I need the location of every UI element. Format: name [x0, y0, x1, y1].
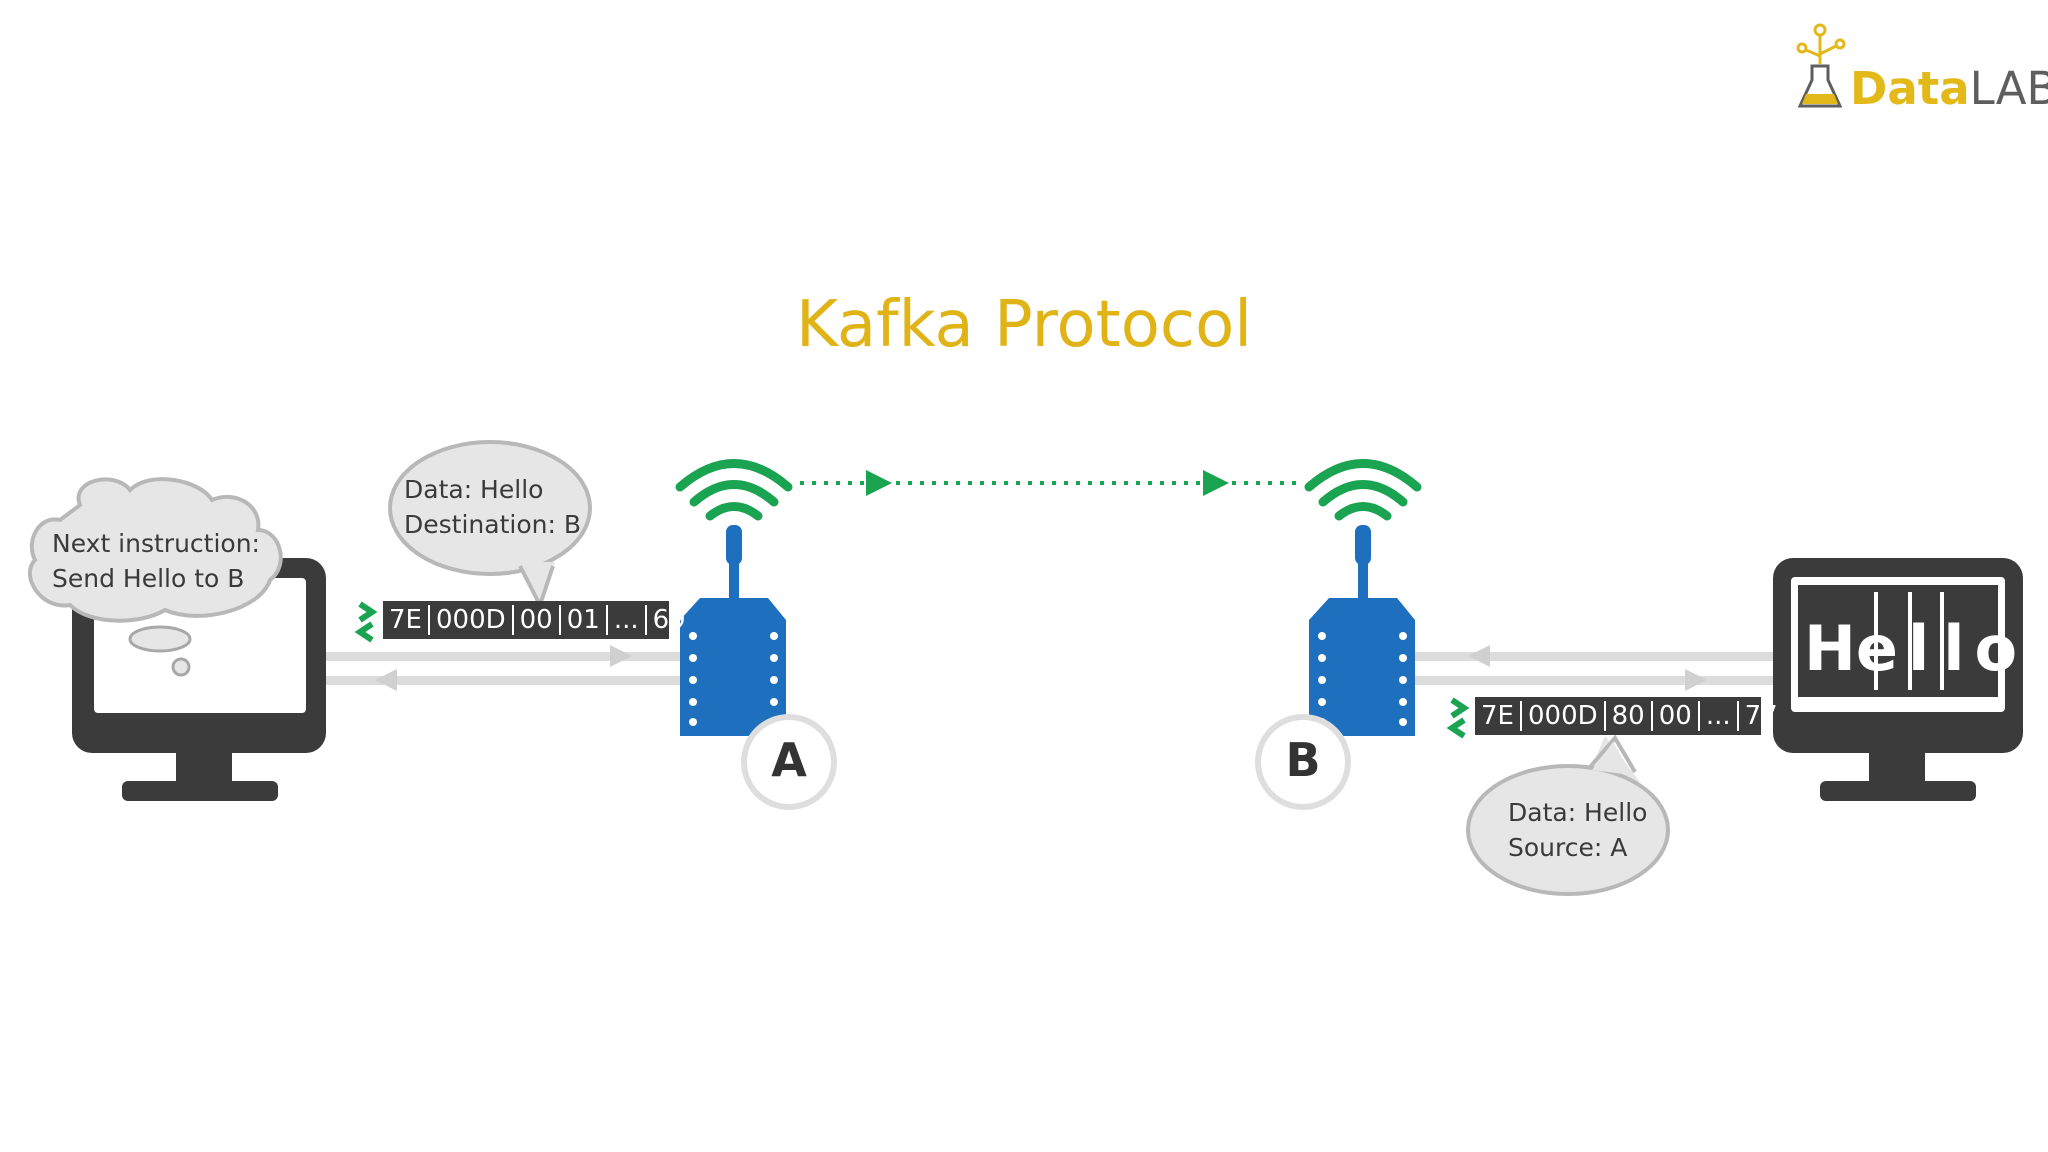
packet-cell: 80 — [1606, 701, 1653, 731]
packet-cell: 000D — [1522, 701, 1606, 731]
sender-callout-bubble — [388, 440, 592, 611]
thought-text: Next instruction: Send Hello to B — [52, 526, 260, 596]
sender-link-lines — [326, 645, 680, 691]
radio-module-b — [1309, 525, 1415, 736]
receiver-monitor — [1773, 558, 2023, 801]
sender-monitor — [72, 558, 326, 801]
node-a-label: A — [771, 733, 807, 787]
thought-line-2: Send Hello to B — [52, 564, 245, 593]
datalab-logo: DataLAB — [1790, 22, 2048, 122]
receiver-callout-text: Data: Hello Source: A — [1508, 795, 1647, 865]
packet-cell: 01 — [561, 605, 608, 635]
thought-cloud — [28, 477, 283, 677]
packet-cell: 00 — [514, 605, 561, 635]
receiver-link-lines — [1415, 645, 1775, 691]
radio-module-a — [680, 525, 786, 736]
screen-letter: H — [1804, 612, 1856, 685]
node-a-badge — [741, 714, 837, 810]
node-b-label: B — [1285, 733, 1321, 787]
wifi-signal-b-icon — [1304, 459, 1422, 521]
screen-letter: l — [1907, 612, 1930, 685]
screen-letter: e — [1855, 612, 1898, 685]
packet-cell: 77 — [1744, 701, 1778, 731]
logo-text-bold: Data — [1850, 62, 1970, 115]
flask-icon — [1796, 23, 1846, 108]
packet-cell: 000D — [430, 605, 514, 635]
receiver-callout-bubble — [1466, 734, 1670, 896]
packet-cell: ... — [608, 605, 647, 635]
receiver-packet-arrows-icon — [1446, 697, 1470, 739]
wifi-signal-a-icon — [675, 459, 793, 521]
packet-cell: 69 — [652, 605, 686, 635]
receiver-packet: 7E 000D 80 00 ... 77 — [1475, 697, 1778, 735]
logo-text-light: LAB — [1969, 62, 2048, 115]
sender-callout-line-1: Data: Hello — [404, 475, 544, 504]
sender-packet: 7E 000D 00 01 ... 69 — [383, 601, 686, 639]
thought-line-1: Next instruction: — [52, 529, 260, 558]
receiver-callout-line-2: Source: A — [1508, 833, 1628, 862]
node-b-badge — [1255, 714, 1351, 810]
sender-packet-arrows-icon — [354, 601, 378, 643]
packet-cell: 7E — [383, 605, 430, 635]
packet-cell: 00 — [1653, 701, 1700, 731]
packet-cell: 7E — [1475, 701, 1522, 731]
screen-letter: l — [1943, 612, 1965, 685]
page-title: Kafka Protocol — [796, 288, 1252, 362]
sender-callout-line-2: Destination: B — [404, 510, 581, 539]
wireless-link — [800, 470, 1300, 496]
screen-letter: o — [1974, 612, 2018, 685]
logo-wordmark: DataLAB — [1850, 62, 2048, 115]
packet-cell: ... — [1700, 701, 1739, 731]
receiver-callout-line-1: Data: Hello — [1508, 798, 1648, 827]
sender-callout-text: Data: Hello Destination: B — [404, 472, 581, 542]
